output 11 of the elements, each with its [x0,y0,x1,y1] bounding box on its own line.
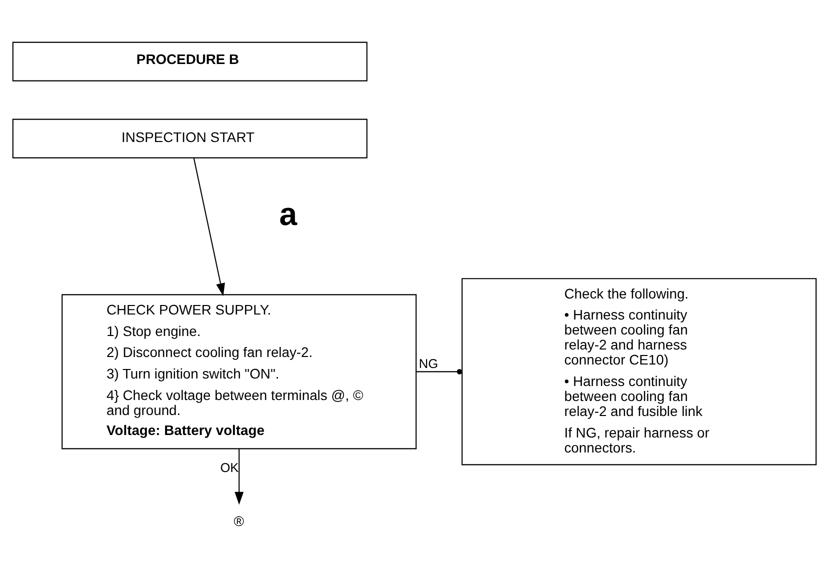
node-text: ® [234,512,244,529]
edge-label: OK [220,460,239,475]
node-box: INSPECTION START [12,118,368,158]
edge-label: NG [418,356,438,371]
node-box: CHECK POWER SUPPLY. 1) Stop engine. 2) Disconnect cooling fan relay-2. 3) Turn ignition switch "ON". 4} Check voltage between terminals @, © and ground. Voltage: Battery voltage [62,294,417,449]
node-box: PROCEDURE B [12,41,368,81]
arrow [234,448,244,504]
node-label: a [279,196,298,232]
arrow [193,158,225,296]
connector [416,368,462,374]
node-box: Check the following. • Harness continuity between cooling fan relay-2 and harness connector CE10) • Harness continuity between cooling fan relay-2 and fusible link If NG, repair harness or connectors. [462,278,817,465]
